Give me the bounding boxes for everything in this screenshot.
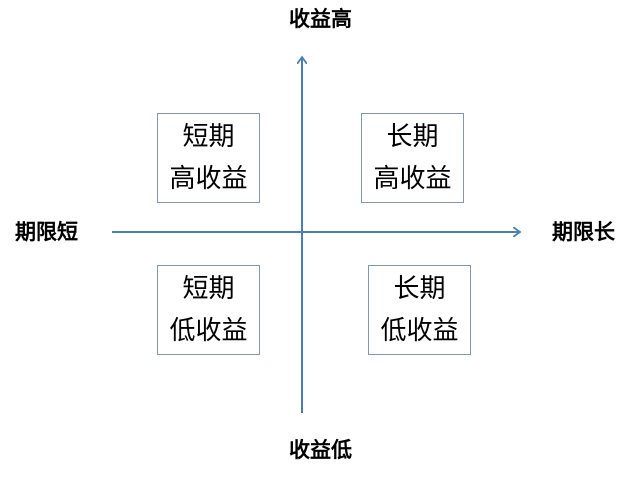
x-axis-short-label: 期限短 — [15, 220, 78, 244]
y-axis-high-text: 收益高 — [289, 7, 352, 31]
x-axis-long-label: 期限长 — [552, 220, 615, 244]
quadrant-return-text: 高收益 — [169, 164, 248, 194]
y-axis-high-label: 收益高 — [0, 6, 641, 32]
quadrant-short-term-low-return: 短期 低收益 — [157, 265, 260, 355]
quadrant-term-text: 短期 — [182, 122, 235, 152]
quadrant-short-term-high-return: 短期 高收益 — [157, 113, 260, 203]
quadrant-long-term-high-return: 长期 高收益 — [361, 113, 464, 203]
quadrant-term-text: 短期 — [182, 274, 235, 304]
quadrant-term-text: 长期 — [393, 274, 446, 304]
quadrant-term-text: 长期 — [386, 122, 439, 152]
quadrant-return-text: 低收益 — [380, 316, 459, 346]
y-axis-low-text: 收益低 — [289, 438, 352, 462]
y-axis-low-label: 收益低 — [0, 437, 641, 463]
quadrant-long-term-low-return: 长期 低收益 — [368, 265, 471, 355]
quadrant-return-text: 低收益 — [169, 316, 248, 346]
quadrant-return-text: 高收益 — [373, 164, 452, 194]
